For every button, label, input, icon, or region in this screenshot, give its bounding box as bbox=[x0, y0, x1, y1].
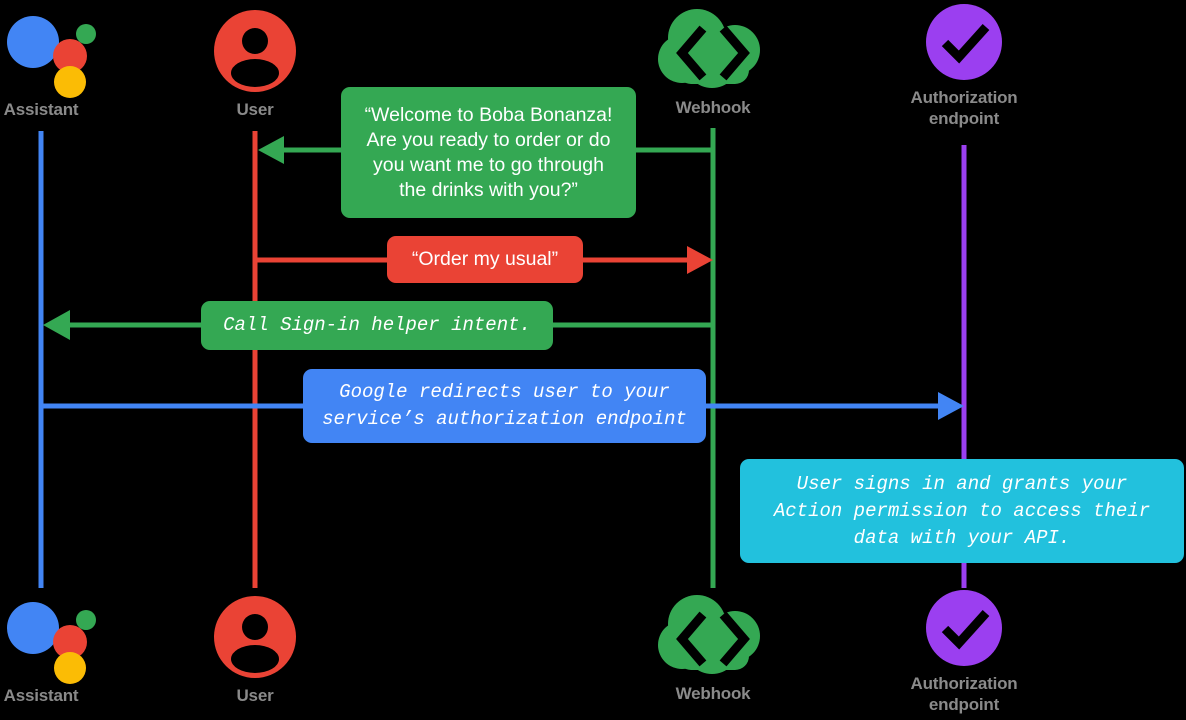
message-order-my-usual: “Order my usual” bbox=[387, 236, 583, 283]
message-user-signs-in: User signs in and grants your Action per… bbox=[740, 459, 1184, 563]
actor-label-auth-bottom: Authorization endpoint bbox=[910, 674, 1018, 714]
lifelines bbox=[38, 128, 967, 588]
message-welcome-text: “Welcome to Boba Bonanza! Are you ready … bbox=[364, 103, 613, 201]
actor-label-user-bottom: User bbox=[236, 686, 274, 705]
message-call-signin-helper-text: Call Sign-in helper intent. bbox=[223, 314, 531, 336]
actor-label-webhook-bottom: Webhook bbox=[675, 684, 751, 703]
actor-label-assistant-bottom: Assistant bbox=[3, 686, 79, 705]
actor-label-assistant-top: Assistant bbox=[3, 100, 79, 119]
purple-check-circle-icon-bottom bbox=[926, 590, 1002, 666]
message-google-redirect: Google redirects user to your service’s … bbox=[303, 369, 706, 443]
purple-check-circle-icon bbox=[926, 4, 1002, 80]
actor-label-webhook-top: Webhook bbox=[675, 98, 751, 117]
message-google-redirect-text: Google redirects user to your service’s … bbox=[322, 381, 687, 430]
user-avatar-icon bbox=[214, 10, 296, 92]
actor-label-user-top: User bbox=[236, 100, 274, 119]
message-welcome: “Welcome to Boba Bonanza! Are you ready … bbox=[341, 87, 636, 218]
user-avatar-icon-bottom bbox=[214, 596, 296, 678]
message-call-signin-helper: Call Sign-in helper intent. bbox=[201, 301, 553, 350]
message-user-signs-in-text: User signs in and grants your Action per… bbox=[773, 472, 1151, 549]
message-order-my-usual-text: “Order my usual” bbox=[411, 248, 559, 270]
actor-label-auth-top: Authorization endpoint bbox=[910, 88, 1018, 128]
